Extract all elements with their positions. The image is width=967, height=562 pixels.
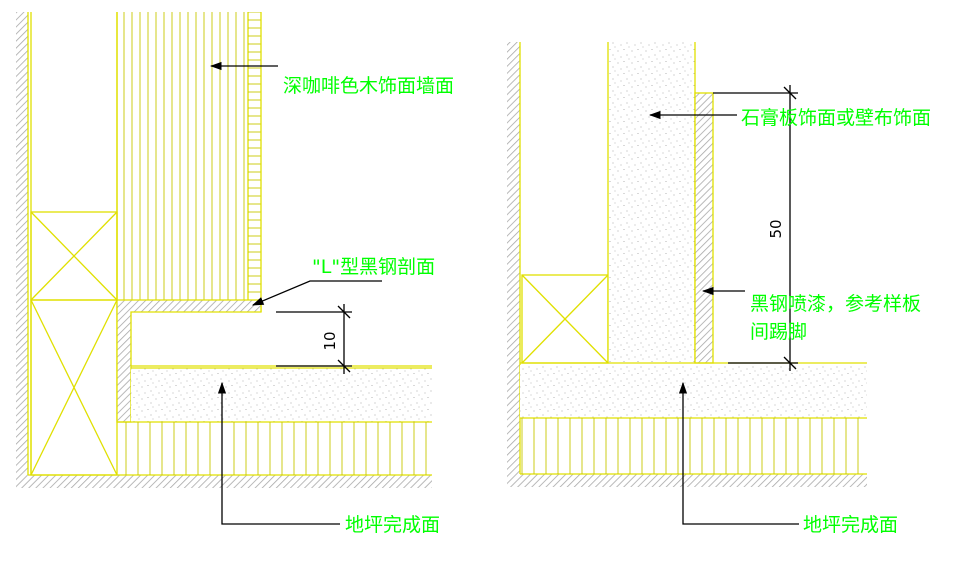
gypsum-board <box>608 42 695 363</box>
right-floor-screed <box>520 365 867 418</box>
left-detail: 10 <box>16 12 432 525</box>
left-floor-leader <box>217 381 340 525</box>
right-subfloor <box>520 418 867 474</box>
gypsum-finish-label: 石膏板饰面或壁布饰面 <box>741 106 931 129</box>
left-dimension-label: 10 <box>321 331 339 350</box>
skirting-label-line2: 间踢脚 <box>750 321 807 343</box>
l-steel-section-label: "L"型黑钢剖面 <box>312 256 435 278</box>
right-base-hatch <box>507 474 867 487</box>
right-wall-hatch <box>507 42 520 485</box>
l-section-leader <box>251 280 382 306</box>
right-dimension <box>713 85 798 371</box>
right-floor-leader <box>678 381 799 525</box>
left-base-hatch <box>16 475 432 488</box>
left-floor-label: 地坪完成面 <box>345 514 440 536</box>
right-floor-label: 地坪完成面 <box>803 514 898 536</box>
right-blocking-box <box>521 274 609 364</box>
right-detail: 50 <box>507 42 867 525</box>
left-blocking-box <box>30 211 118 476</box>
wood-backing-strip <box>248 12 261 312</box>
left-wall-hatch <box>16 12 28 485</box>
left-dimension <box>276 304 352 374</box>
skirting-label-line1: 黑钢喷漆，参考样板 <box>750 293 921 315</box>
steel-skirting <box>695 93 713 363</box>
right-dimension-label: 50 <box>767 219 785 238</box>
wood-veneer-panel <box>117 12 248 300</box>
left-subfloor <box>120 422 432 475</box>
wood-wall-finish-label: 深咖啡色木饰面墙面 <box>283 75 454 97</box>
left-floor-screed <box>131 368 432 422</box>
